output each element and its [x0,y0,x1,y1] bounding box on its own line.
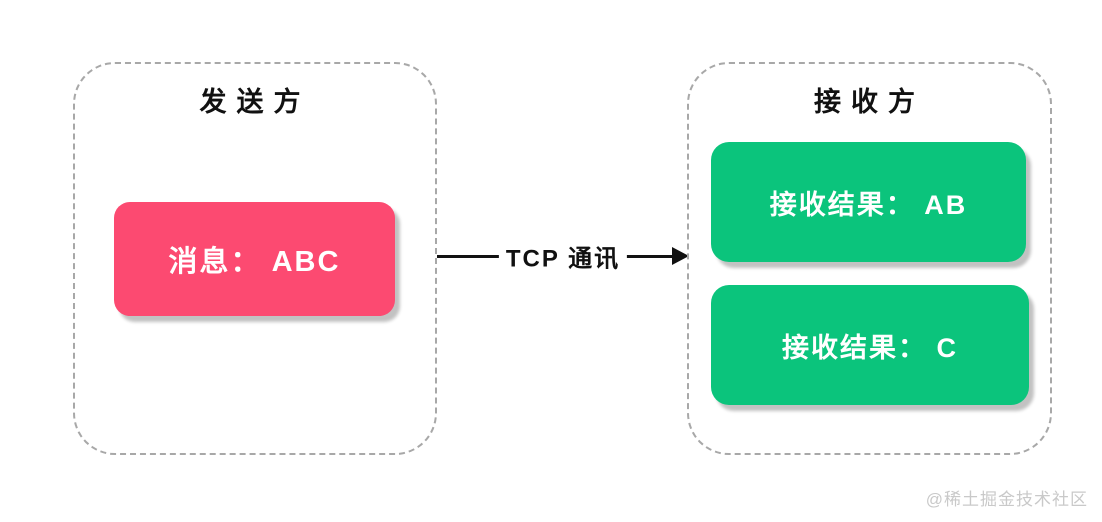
arrow-head-icon [672,247,689,265]
sender-panel-title: 发送方 [199,87,311,117]
receive-result-box-1: 接收结果： AB [711,142,1026,262]
receive-result-label-1: 接收结果： AB [769,189,968,220]
tcp-arrow-label: TCP 通讯 [498,238,628,274]
receive-result-box-2: 接收结果： C [711,285,1029,405]
receive-result-label-2: 接收结果： C [782,332,958,363]
message-box: 消息： ABC [114,202,395,316]
receiver-panel-title: 接收方 [814,87,925,117]
watermark: @稀土掘金技术社区 [925,490,1088,509]
message-label: 消息： ABC [168,246,341,278]
sender-panel: 发送方 消息： ABC [73,62,437,455]
receiver-panel: 接收方 接收结果： AB 接收结果： C [687,62,1052,455]
tcp-arrow: TCP 通讯 [437,238,689,274]
